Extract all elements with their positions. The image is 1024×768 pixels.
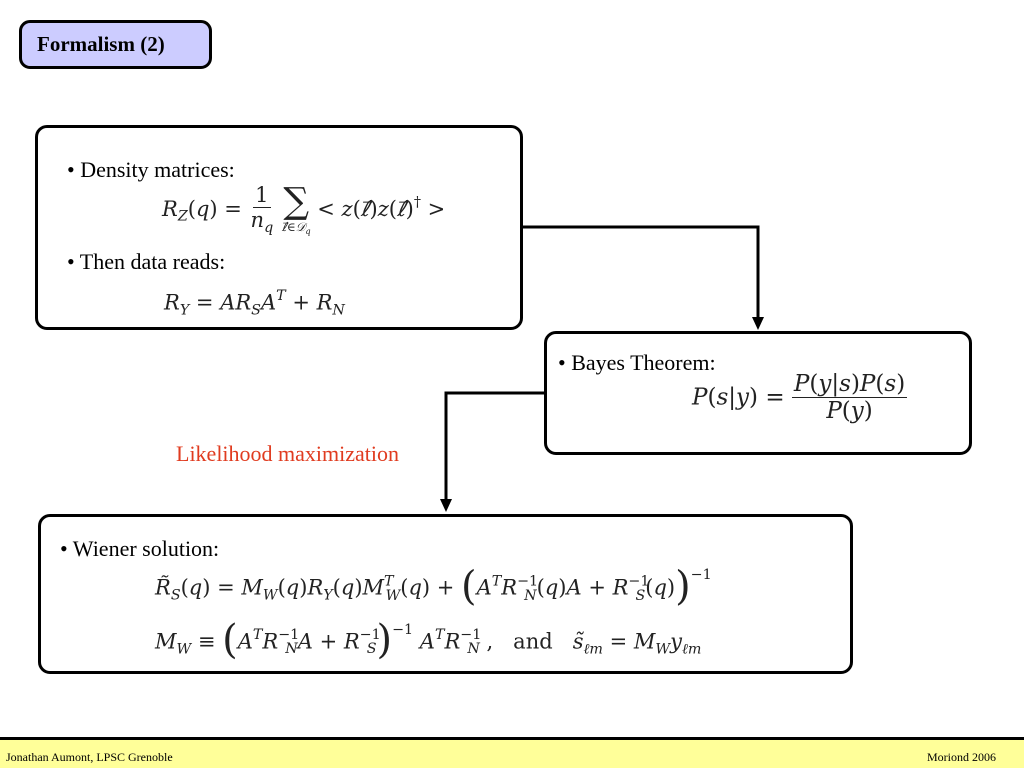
wiener-solution-box: [38, 514, 853, 674]
footer-author: Jonathan Aumont, LPSC Grenoble: [6, 750, 173, 764]
bayes-theorem-bullet: • Bayes Theorem:: [558, 350, 716, 375]
footer-bar: Jonathan Aumont, LPSC Grenoble Moriond 2…: [0, 737, 1024, 768]
bayes-theorem-box: [544, 331, 972, 455]
slide-title-text: Formalism (2): [37, 32, 165, 56]
slide-title: Formalism (2): [19, 20, 212, 69]
footer-event: Moriond 2006: [927, 750, 996, 764]
wiener-equation-2: MW ≡ (ATR−1NA + R−1S)−1 ATR−1N , and s̃ℓ…: [155, 617, 702, 664]
arrow-box1-to-box2: [523, 225, 760, 321]
data-reads-bullet: • Then data reads:: [67, 249, 226, 274]
data-reads-equation: RY = ARSAT + RN: [164, 288, 345, 319]
bayes-theorem-equation: P(s|y) = P(y|s)P(s)P(y): [692, 371, 908, 425]
density-matrices-box: [35, 125, 523, 330]
wiener-equation-1: R̃S(q) = MW(q)RY(q)MTW(q) + (ATR−1N(q)A …: [155, 563, 712, 610]
likelihood-maximization-label: Likelihood maximization: [176, 441, 400, 466]
arrow-box2-to-box3: [444, 391, 544, 502]
density-matrices-bullet: • Density matrices:: [67, 157, 235, 182]
wiener-solution-bullet: • Wiener solution:: [60, 536, 220, 561]
